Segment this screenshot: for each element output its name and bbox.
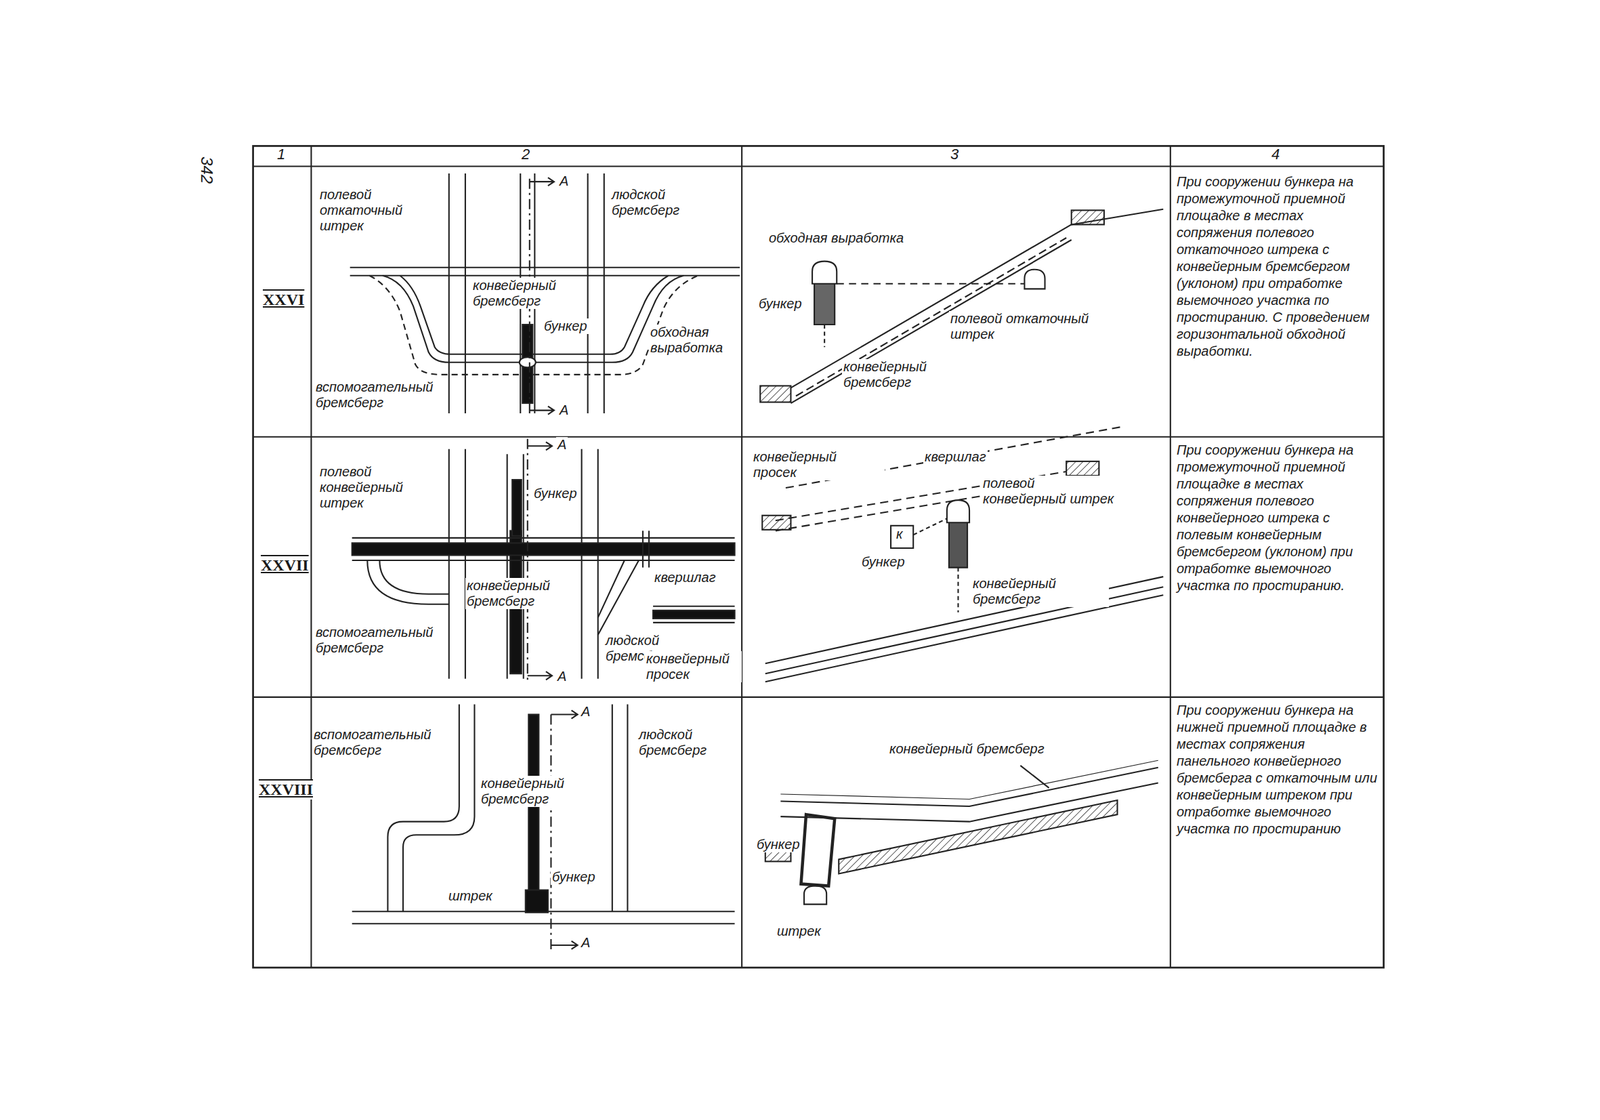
working-label: вспомогательный бремсберг bbox=[312, 726, 446, 759]
working-label: А bbox=[556, 668, 568, 685]
working-label: А bbox=[579, 934, 592, 951]
page-number: 342 bbox=[197, 155, 217, 185]
working-label: А bbox=[579, 703, 592, 720]
working-label: А bbox=[558, 402, 570, 418]
working-label: бункер bbox=[542, 318, 589, 334]
section-symbol-letter: к bbox=[896, 526, 903, 542]
working-label: конвейерный бремсберг bbox=[888, 741, 1046, 757]
working-label: конвейерный бремсберг bbox=[841, 359, 975, 391]
working-label: людской бремсберг bbox=[610, 186, 708, 219]
column-number: 2 bbox=[520, 145, 532, 163]
working-label: обходная выработка bbox=[767, 230, 905, 246]
working-label: обходная выработка bbox=[648, 324, 740, 356]
working-label: конвейерный просек bbox=[751, 449, 885, 481]
working-label: А bbox=[556, 436, 568, 453]
working-label: штрек bbox=[447, 888, 494, 904]
working-label: вспомогательный бремсберг bbox=[314, 379, 442, 411]
working-label: бункер bbox=[550, 869, 597, 885]
working-label: бункер bbox=[757, 296, 804, 312]
note-cell: При сооружении бункера на промежуточной … bbox=[1175, 173, 1380, 360]
working-label: А bbox=[558, 173, 570, 189]
note-cell: При сооружении бункера на промежуточной … bbox=[1175, 441, 1380, 595]
column-number: 4 bbox=[1270, 145, 1281, 163]
column-number: 3 bbox=[949, 145, 960, 163]
working-label: полевой откаточный штрек bbox=[949, 310, 1103, 343]
working-label: бункер bbox=[860, 554, 907, 570]
row-number: XXVII bbox=[259, 556, 311, 576]
working-label: полевой откаточный штрек bbox=[318, 186, 426, 234]
working-label: бункер bbox=[755, 836, 802, 853]
note-cell: При сооружении бункера на нижней приемно… bbox=[1175, 701, 1380, 838]
working-label: конвейерный бремсберг bbox=[465, 577, 560, 609]
row-number: XXVIII bbox=[257, 780, 315, 800]
working-label: квершлаг bbox=[653, 569, 718, 586]
working-label: конвейерный просек bbox=[644, 650, 742, 683]
column-number: 1 bbox=[275, 145, 287, 163]
working-label: конвейерный бремсберг bbox=[971, 575, 1109, 607]
working-label: квершлаг bbox=[923, 449, 988, 465]
working-label: конвейерный бремсберг bbox=[471, 277, 569, 309]
working-label: полевой конвейерный штрек bbox=[981, 475, 1120, 507]
working-label: людской бремсберг bbox=[637, 726, 735, 759]
working-label: конвейерный бремсберг bbox=[479, 775, 572, 807]
working-label: штрек bbox=[775, 923, 823, 939]
working-label: бункер bbox=[532, 485, 579, 502]
row-number: XXVI bbox=[261, 290, 306, 310]
working-label: вспомогательный бремсберг bbox=[314, 624, 448, 656]
working-label: полевой конвейерный штрек bbox=[318, 464, 441, 511]
